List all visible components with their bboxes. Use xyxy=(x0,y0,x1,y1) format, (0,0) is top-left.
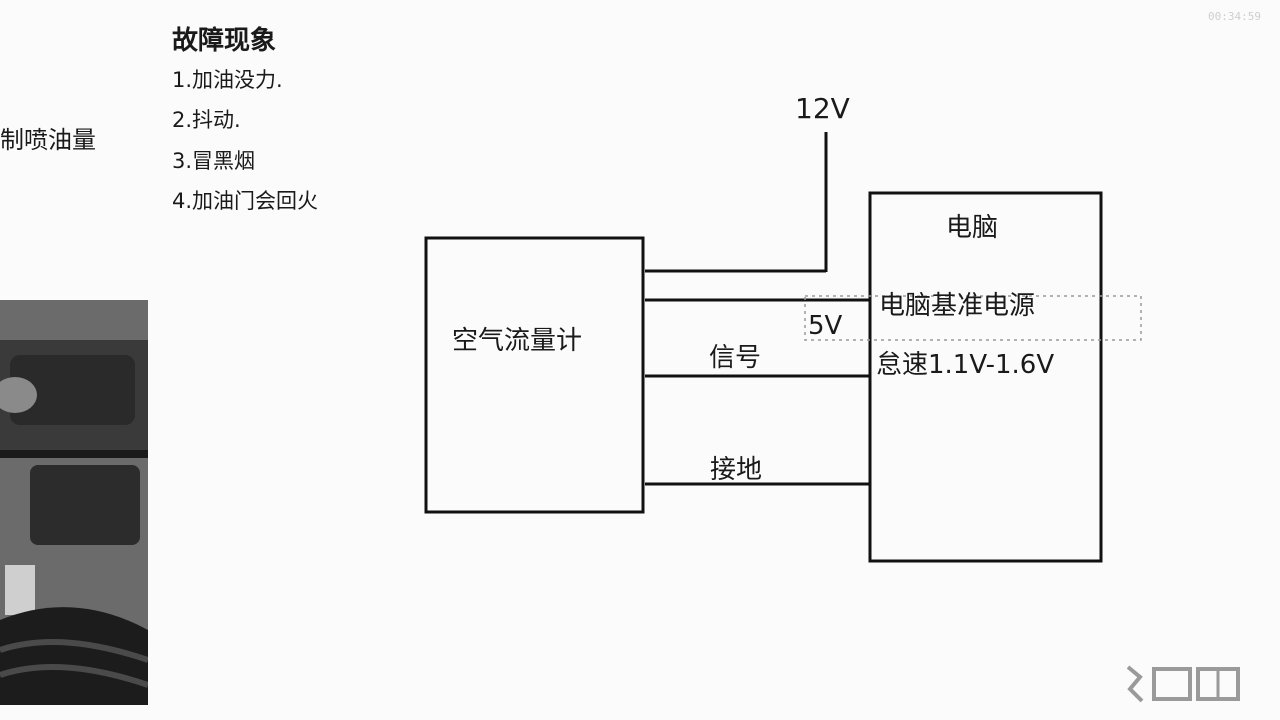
symptom-item-1: 1.加油没力. xyxy=(172,68,283,92)
ground-label: 接地 xyxy=(710,455,763,485)
symptom-item-2: 2.抖动. xyxy=(172,108,241,132)
signal-label: 信号 xyxy=(709,343,762,373)
video-timestamp: 00:34:59 xyxy=(1208,10,1261,23)
ecu-reference-power-label-text: 电脑基准电源 xyxy=(879,291,1036,321)
ecu-title: 电脑 xyxy=(946,213,999,243)
cropped-text: 制喷油量 xyxy=(0,126,96,154)
air-flow-meter-label: 空气流量计 xyxy=(452,326,583,356)
air-flow-meter-box xyxy=(424,236,645,514)
highlight-dashed-box xyxy=(804,295,1142,341)
supply-voltage-label: 12V xyxy=(795,92,850,125)
idle-voltage-label: 怠速1.1V-1.6V xyxy=(876,350,1055,380)
engine-photo xyxy=(0,300,148,705)
lexiang-logo-icon xyxy=(1120,655,1250,710)
symptom-item-4: 4.加油门会回火 xyxy=(172,189,319,213)
reference-voltage-label: 5V xyxy=(808,311,843,341)
symptoms-title: 故障现象 xyxy=(172,26,277,56)
symptom-item-3: 3.冒黑烟 xyxy=(172,149,256,173)
